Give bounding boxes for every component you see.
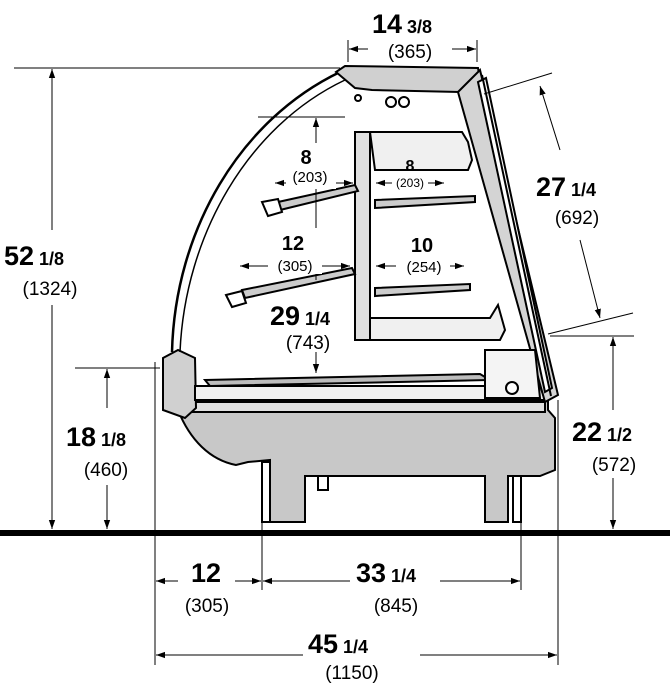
interior-height-metric: (743): [286, 333, 330, 354]
light-3: [354, 94, 362, 102]
dim-glass-line-top: [539, 85, 561, 151]
lower-rear-shelf-metric: (254): [406, 259, 441, 276]
floor-line: [0, 530, 670, 536]
lower-rear-shelf: [374, 282, 471, 298]
upper-front-shelf-label: 8: [300, 147, 311, 169]
light-2: [398, 96, 410, 108]
front-glass: [170, 70, 341, 353]
dim-glass-ext-bottom: [547, 312, 634, 335]
interior-label-bg: [266, 300, 352, 352]
front-glass-inner: [179, 79, 346, 353]
shelf-upright: [354, 131, 371, 341]
front-height-metric: (460): [84, 460, 128, 481]
upper-rear-shelf: [374, 194, 476, 210]
lower-front-tag: [224, 289, 248, 309]
drain: [317, 475, 329, 491]
display-case-drawing: [162, 64, 560, 523]
dim-glass-line-bottom: [579, 239, 601, 319]
lower-rear-shelf-label: 10: [411, 235, 433, 257]
deck-pan: [177, 401, 546, 413]
ufs-bg: [290, 143, 336, 189]
rear-compartment: [484, 349, 542, 399]
rear-door-line: [481, 74, 552, 397]
left-leg: [261, 461, 271, 523]
dim-glass-ext-top: [483, 72, 553, 95]
lfs-bg: [270, 228, 322, 274]
front-bumper: [162, 348, 198, 420]
lower-front-shelf-label: 12: [282, 233, 304, 255]
shelf-frame-top: [355, 131, 474, 171]
lower-cabinet: [171, 392, 556, 523]
total-height-metric: (1324): [23, 279, 78, 300]
canopy: [334, 64, 482, 94]
right-leg: [512, 475, 522, 523]
upper-front-shelf-metric: (203): [292, 169, 327, 186]
upper-rear-shelf-label: 8: [406, 158, 415, 175]
base-depth-metric: (845): [374, 596, 418, 617]
lrs-bg: [396, 230, 450, 276]
rear-glass-metric: (692): [555, 208, 599, 229]
rear-height-metric: (572): [592, 455, 636, 476]
upper-front-tag: [260, 197, 284, 218]
shelf-frame-bottom: [369, 302, 507, 341]
lower-front-shelf-metric: (305): [277, 258, 312, 275]
top-depth-metric: (365): [388, 42, 432, 63]
front-overhang-label: 12: [191, 558, 221, 588]
front-overhang-metric: (305): [185, 596, 229, 617]
upper-rear-shelf-metric: (203): [396, 176, 424, 190]
light-1: [385, 96, 397, 108]
total-depth-metric: (1150): [325, 663, 379, 684]
rear-handle: [505, 381, 519, 395]
display-deck: [202, 372, 494, 388]
